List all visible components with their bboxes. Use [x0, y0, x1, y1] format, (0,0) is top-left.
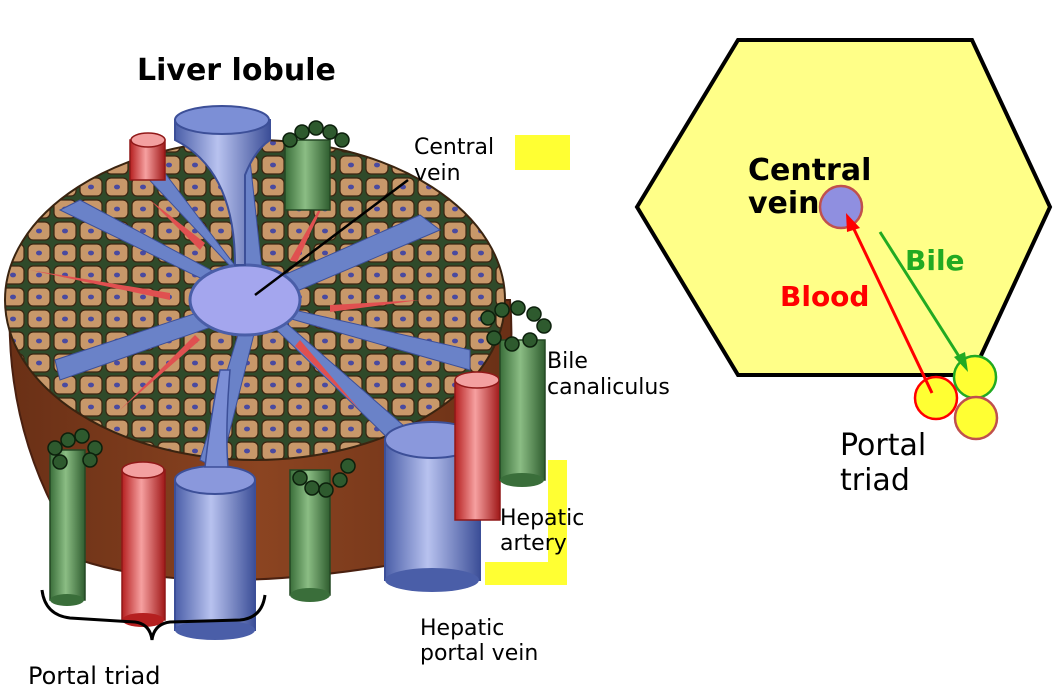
- hepatic-portal-vein-label-line2: portal vein: [420, 641, 538, 666]
- bile-duct-beads-mid: [292, 458, 356, 498]
- bile-duct-beads-top: [282, 120, 350, 148]
- yellow-marker-hepatic-artery: [485, 460, 567, 585]
- bile-duct-top: [284, 139, 331, 211]
- artery-right: [454, 379, 501, 521]
- portal-triad-label: Portal triad: [28, 662, 160, 685]
- portal-vein-left: [174, 479, 256, 631]
- bile-duct-right: [499, 339, 546, 481]
- portal-triad-brace: [40, 589, 267, 641]
- schematic-portal-vein: [953, 395, 999, 441]
- hepatic-portal-vein-label-line1: Hepatic: [420, 616, 504, 641]
- schematic-portal-triad-line1: Portal: [840, 428, 926, 463]
- hepatic-artery-label-line2: artery: [500, 531, 567, 556]
- blood-arrow-head: [846, 213, 860, 232]
- sinusoids: [54, 159, 471, 471]
- bile-canaliculus-label-line1: Bile: [547, 349, 588, 374]
- schematic-blood-label: Blood: [780, 280, 869, 313]
- schematic-portal-triad-line2: triad: [840, 463, 910, 498]
- lobule-3d: [4, 105, 570, 641]
- bile-arrow: [878, 231, 962, 359]
- blood-arrow: [850, 224, 934, 394]
- lobule-title: Liver lobule: [137, 53, 336, 88]
- yellow-marker-central-vein: [515, 135, 570, 170]
- schematic-central-vein: [818, 184, 864, 230]
- bile-duct-beads-right: [480, 300, 552, 352]
- central-vein-label-line2: vein: [414, 161, 461, 186]
- bile-duct-beads-left: [47, 428, 103, 470]
- central-vein-opening: [188, 263, 302, 337]
- schematic-central-vein-label-line2: vein: [748, 186, 820, 221]
- bile-duct-left: [49, 449, 86, 601]
- hepatic-artery-label-line1: Hepatic: [500, 506, 584, 531]
- central-vein-pointer: [254, 179, 409, 296]
- schematic-bile-label: Bile: [905, 244, 965, 277]
- schematic-central-vein-label-line1: Central: [748, 153, 871, 188]
- bile-arrow-head: [954, 352, 968, 372]
- central-vein-funnel: [174, 119, 271, 266]
- bile-canaliculus-label-line2: canaliculus: [547, 375, 670, 400]
- schematic-hepatic-artery: [913, 375, 959, 421]
- lobule-schematic: [634, 38, 1053, 441]
- artery-left: [121, 469, 166, 621]
- central-vein-label-line1: Central: [414, 135, 494, 160]
